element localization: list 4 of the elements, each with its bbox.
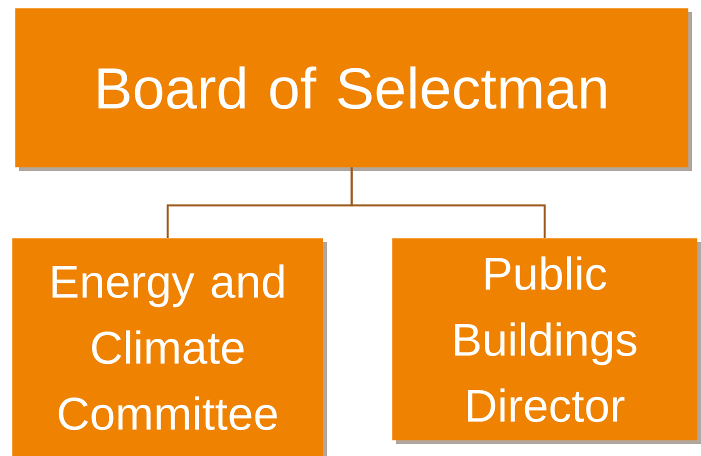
org-box: Public Buildings Director — [392, 238, 701, 444]
org-box: Energy and Climate Committee — [12, 238, 327, 456]
connector-line — [350, 167, 546, 238]
org-box: Board of Selectman — [15, 8, 692, 171]
